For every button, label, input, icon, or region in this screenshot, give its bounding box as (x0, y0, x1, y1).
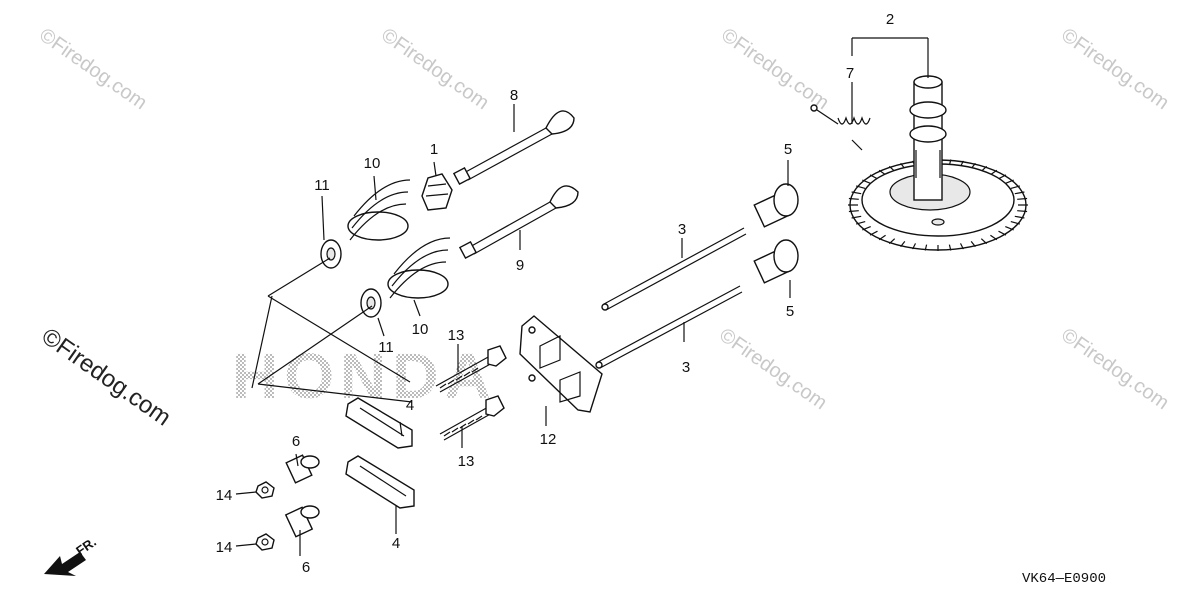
rocker-arm (345, 455, 415, 509)
callout-4: 4 (392, 535, 400, 552)
callout-13: 13 (458, 453, 475, 470)
callout-8: 8 (510, 87, 518, 104)
watermark-text: ©Firedog.com (717, 24, 833, 114)
valve-lifter (753, 239, 799, 284)
callout-6: 6 (302, 559, 310, 576)
callout-12: 12 (540, 431, 557, 448)
watermark-text: ©Firedog.com (1057, 324, 1173, 414)
valve-stem-seal (421, 173, 453, 211)
valve-spring (387, 237, 451, 299)
callout-14: 14 (216, 487, 233, 504)
rocker-arm (345, 397, 413, 449)
pivot-nut (255, 533, 275, 551)
callout-7: 7 (846, 65, 854, 82)
callout-5: 5 (784, 141, 792, 158)
rocker-pivot-bolt (435, 345, 507, 393)
callout-5: 5 (786, 303, 794, 320)
rocker-pivot-bolt (439, 395, 505, 441)
callout-3: 3 (682, 359, 690, 376)
front-arrow-icon: FR. (44, 534, 99, 576)
callout-2: 2 (886, 11, 894, 28)
callout-3: 3 (678, 221, 686, 238)
watermark-text: ©Firedog.com (1057, 24, 1173, 114)
valve-spring-retainer-hole (326, 247, 336, 261)
valve-lifter (753, 183, 799, 228)
valve-spring-retainer-hole (366, 296, 376, 310)
exhaust-valve (452, 110, 575, 186)
pivot-nut (255, 481, 275, 499)
push-rod-end (595, 361, 603, 369)
callout-13: 13 (448, 327, 465, 344)
gear-teeth (848, 159, 1028, 251)
push-rod-end (601, 303, 609, 311)
callout-leaders (235, 37, 929, 556)
callout-11: 11 (314, 177, 330, 194)
watermark-text: ©Firedog.com (715, 324, 831, 414)
push-rod-guide-plate (519, 315, 603, 413)
callout-10: 10 (412, 321, 429, 338)
intake-valve (458, 185, 579, 260)
watermark-text: ©Firedog.com (377, 24, 493, 114)
camshaft-spring (810, 104, 871, 151)
camshaft-gear (848, 75, 1028, 251)
callout-14: 14 (216, 539, 233, 556)
diagram-code: VK64—E0900 (1022, 571, 1106, 587)
callout-10: 10 (364, 155, 381, 172)
watermark-text: ©Firedog.com (35, 24, 151, 114)
callout-4: 4 (406, 397, 414, 414)
callout-6: 6 (292, 433, 300, 450)
rocker-arm-pivot (285, 454, 320, 484)
rocker-arm-pivot (284, 505, 320, 538)
push-rod (603, 227, 747, 311)
callout-11: 11 (378, 339, 394, 356)
push-rod (597, 285, 743, 369)
callout-9: 9 (516, 257, 524, 274)
watermark-text: ©Firedog.com (37, 323, 176, 432)
callout-1: 1 (430, 141, 438, 158)
assembly-guide (251, 257, 413, 403)
valve-spring (347, 179, 411, 241)
